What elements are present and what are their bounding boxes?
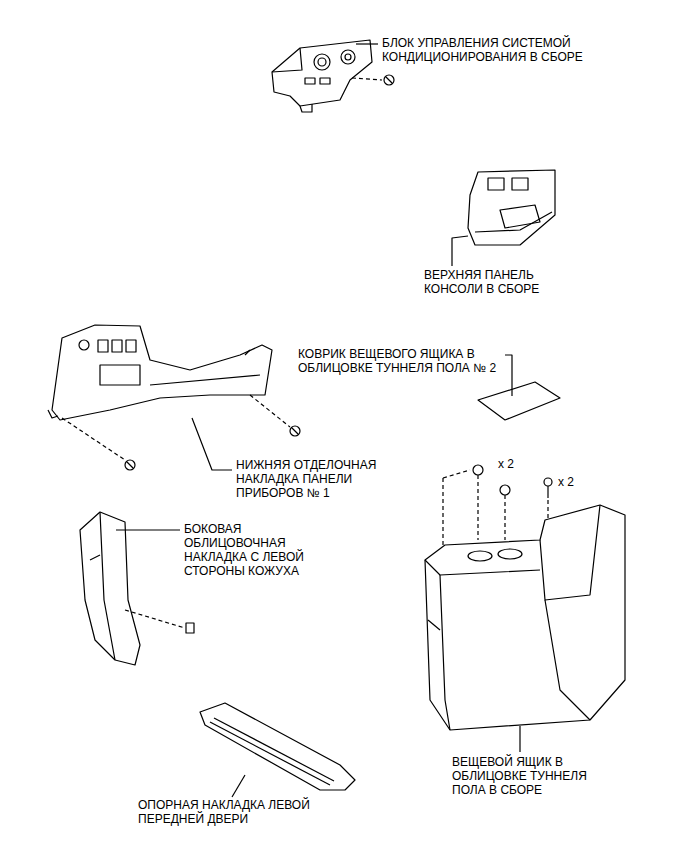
drawing-stroke — [341, 50, 355, 64]
part-name: ВЕЩЕВОЙ ЯЩИК В ОБЛИЦОВКЕ ТУННЕЛЯ ПОЛА В … — [452, 755, 612, 797]
drawing-stroke — [384, 75, 394, 85]
drawing-stroke — [352, 78, 382, 80]
drawing-stroke — [210, 722, 330, 785]
part-name: БОКОВАЯ ОБЛИЦОВОЧНАЯ НАКЛАДКА С ЛЕВОЙ СТ… — [184, 522, 324, 578]
drawing-stroke — [540, 505, 600, 600]
quantity-label: x 2 — [558, 475, 588, 489]
leader-line — [505, 355, 512, 396]
drawing-stroke — [498, 549, 522, 559]
drawing-stroke — [425, 505, 625, 730]
part-name: НИЖНЯЯ ОТДЕЛОЧНАЯ НАКЛАДКА ПАНЕЛИ ПРИБОР… — [236, 458, 406, 500]
drawing-stroke — [272, 40, 372, 106]
drawing-stroke — [478, 382, 560, 420]
drawing-stroke — [100, 365, 140, 385]
drawing-stroke — [544, 478, 552, 486]
drawing-stroke — [443, 470, 470, 478]
drawing-stroke — [440, 575, 450, 730]
leader-line — [192, 418, 232, 470]
drawing-stroke — [125, 610, 185, 628]
drawing-stroke — [79, 340, 89, 350]
drawing-stroke — [62, 418, 125, 460]
drawing-stroke — [547, 486, 548, 498]
drawing-stroke — [468, 551, 492, 561]
console-box-mat — [478, 382, 560, 420]
drawing-stroke — [504, 495, 505, 540]
drawing-stroke — [442, 478, 443, 545]
drawing-stroke — [488, 178, 504, 190]
drawing-stroke — [477, 475, 478, 540]
drawing-stroke — [500, 485, 510, 495]
part-name: ОПОРНАЯ НАКЛАДКА ЛЕВОЙ ПЕРЕДНЕЙ ДВЕРИ — [138, 798, 338, 826]
console-box — [425, 505, 625, 730]
drawing-stroke — [318, 58, 326, 66]
drawing-stroke — [150, 375, 260, 385]
drawing-stroke — [250, 395, 290, 427]
drawing-stroke — [425, 560, 540, 575]
drawing-stroke — [428, 620, 440, 630]
lower-instrument-panel — [48, 325, 272, 420]
drawing-stroke — [48, 410, 58, 418]
drawing-stroke — [468, 170, 555, 245]
cowl-side-trim — [80, 512, 140, 665]
drawing-stroke — [100, 512, 115, 660]
drawing-stroke — [500, 205, 540, 228]
drawing-stroke — [272, 48, 302, 72]
drawing-stroke — [112, 340, 122, 352]
clip — [125, 610, 194, 633]
drawing-stroke — [305, 78, 315, 84]
leader-line — [452, 236, 468, 266]
leader-line — [232, 775, 245, 797]
drawing-stroke — [314, 54, 330, 70]
drawing-stroke — [386, 77, 392, 83]
leader-line — [116, 529, 180, 530]
leader-line — [356, 43, 378, 44]
drawing-stroke — [200, 703, 355, 790]
ac-control-unit — [272, 40, 372, 112]
drawing-stroke — [126, 340, 136, 352]
door-scuff-plate — [200, 703, 355, 790]
drawing-stroke — [345, 54, 351, 60]
drawing-stroke — [90, 555, 100, 560]
drawing-stroke — [127, 462, 133, 468]
quantity-label: x 2 — [498, 457, 528, 471]
drawing-stroke — [290, 426, 300, 436]
drawing-stroke — [547, 500, 548, 520]
leader-line — [519, 726, 520, 752]
drawing-stroke — [292, 428, 298, 434]
drawing-stroke — [473, 465, 483, 475]
drawing-stroke — [300, 104, 312, 112]
drawing-stroke — [125, 460, 135, 470]
part-name: БЛОК УПРАВЛЕНИЯ СИСТЕМОЙ КОНДИЦИОНИРОВАН… — [382, 36, 632, 64]
drawing-stroke — [320, 78, 330, 84]
part-name: ВЕРХНЯЯ ПАНЕЛЬ КОНСОЛИ В СБОРЕ — [424, 268, 554, 296]
drawing-stroke — [545, 600, 590, 720]
drawing-stroke — [80, 512, 140, 665]
drawing-stroke — [245, 350, 250, 355]
drawing-stroke — [475, 212, 552, 232]
screw — [352, 75, 394, 85]
upper-console-panel — [468, 170, 555, 245]
drawing-stroke — [214, 718, 334, 781]
drawing-stroke — [98, 340, 108, 352]
drawing-stroke — [52, 325, 272, 420]
drawing-stroke — [186, 623, 194, 633]
part-name: КОВРИК ВЕЩЕВОГО ЯЩИКА В ОБЛИЦОВКЕ ТУННЕЛ… — [298, 347, 503, 375]
screw — [443, 465, 552, 545]
drawing-stroke — [512, 178, 528, 190]
